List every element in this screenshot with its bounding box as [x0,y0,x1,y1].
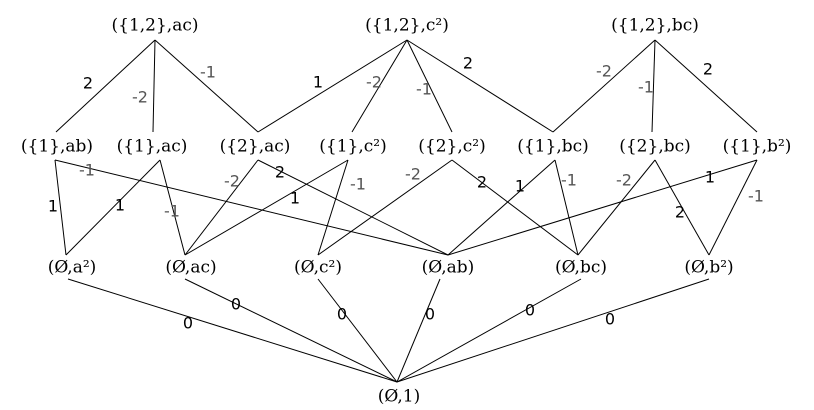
node-m3: ({2},ac) [220,137,291,157]
edge-l2-b [184,278,398,383]
edge-m6-l5 [554,159,579,256]
node-m6: ({1},bc) [517,137,589,157]
node-l4: (Ø,ab) [422,258,475,278]
edge-m2-l1 [65,159,161,256]
node-l5: (Ø,bc) [555,258,607,278]
edge-weight-label: 2 [463,54,473,73]
edge-weight-label: 0 [525,301,535,320]
edge-weight-label: 2 [275,163,285,182]
edge-weight-label: -1 [350,175,366,194]
node-l2: (Ø,ac) [165,258,216,278]
edge-weight-label: 1 [115,196,125,215]
node-b: (Ø,1) [378,387,420,407]
edge-weight-label: -2 [366,73,382,92]
edge-m4-l2 [184,159,349,256]
edge-t3-m8 [654,39,758,133]
edge-l4-b [396,278,441,383]
edge-weight-label: -2 [132,88,148,107]
edge-m1-l4 [54,159,449,256]
edge-weight-label: -1 [79,161,95,180]
nodes-layer: ({1,2},ac) ({1,2},c²) ({1,2},bc) ({1},ab) ({… [21,16,791,407]
edge-weight-label: -2 [224,172,240,191]
edges-layer [54,39,758,383]
edge-weight-label: -1 [164,202,180,221]
node-m4: ({1},c²) [319,137,386,157]
edge-weight-label: -2 [616,171,632,190]
edge-t2-m4 [351,39,408,133]
edge-t2-m5 [406,39,453,133]
edge-weight-label: -1 [200,63,216,82]
edge-weight-label: 2 [83,74,93,93]
node-l3: (Ø,c²) [294,258,342,278]
edge-m5-l3 [317,159,453,256]
edge-weight-label: 0 [337,305,347,324]
edge-weight-label: 0 [425,305,435,324]
edge-m6-l4 [447,159,556,256]
edge-m3-l4 [257,159,449,256]
edge-t1-m2 [152,39,156,133]
node-m7: ({2},bc) [619,137,691,157]
edge-m7-l5 [577,159,656,256]
edge-weight-label: 0 [605,310,615,329]
edge-weight-label: 1 [705,168,715,187]
edge-t1-m1 [55,39,156,133]
edge-l5-b [396,278,582,383]
edge-t3-m6 [552,39,656,133]
node-m2: ({1},ac) [117,137,188,157]
edge-m2-l2 [159,159,186,256]
node-l6: (Ø,b²) [684,258,733,278]
edge-m5-l5 [451,159,579,256]
edge-weight-label: 1 [313,73,323,92]
edge-l1-b [67,278,398,383]
edge-m8-l4 [447,159,758,256]
node-t3: ({1,2},bc) [611,16,699,36]
edge-weight-label: 2 [703,60,713,79]
edge-weight-label: 2 [477,173,487,192]
node-m8: ({1},b²) [723,137,792,157]
edge-weight-label: -2 [596,62,612,81]
edge-m3-l2 [184,159,259,256]
edge-weight-label: 1 [290,189,300,208]
edge-m7-l6 [654,159,710,256]
edge-t2-m6 [406,39,554,133]
edge-weight-label: -1 [561,171,577,190]
edge-weight-label: -1 [748,187,764,206]
edge-weight-label: 1 [48,197,58,216]
edge-weight-label: 2 [675,203,685,222]
node-l1: (Ø,a²) [48,258,97,278]
node-m5: ({2},c²) [418,137,485,157]
edge-weight-label: -1 [416,80,432,99]
edge-l6-b [396,278,710,383]
edge-m1-l1 [54,159,67,256]
node-t1: ({1,2},ac) [112,16,199,36]
edge-weight-label: 0 [231,295,241,314]
node-t2: ({1,2},c²) [365,16,449,36]
node-m1: ({1},ab) [21,137,93,157]
edge-t3-m7 [651,39,656,133]
edge-weight-label: 0 [183,314,193,333]
edge-weight-label: -2 [405,165,421,184]
edge-l3-b [317,278,398,383]
edge-m4-l3 [317,159,349,256]
edge-weight-label: 1 [515,177,525,196]
edge-t2-m3 [257,39,408,133]
edge-m8-l6 [708,159,758,256]
edge-t1-m3 [154,39,259,133]
edge-weight-label: -1 [638,78,654,97]
